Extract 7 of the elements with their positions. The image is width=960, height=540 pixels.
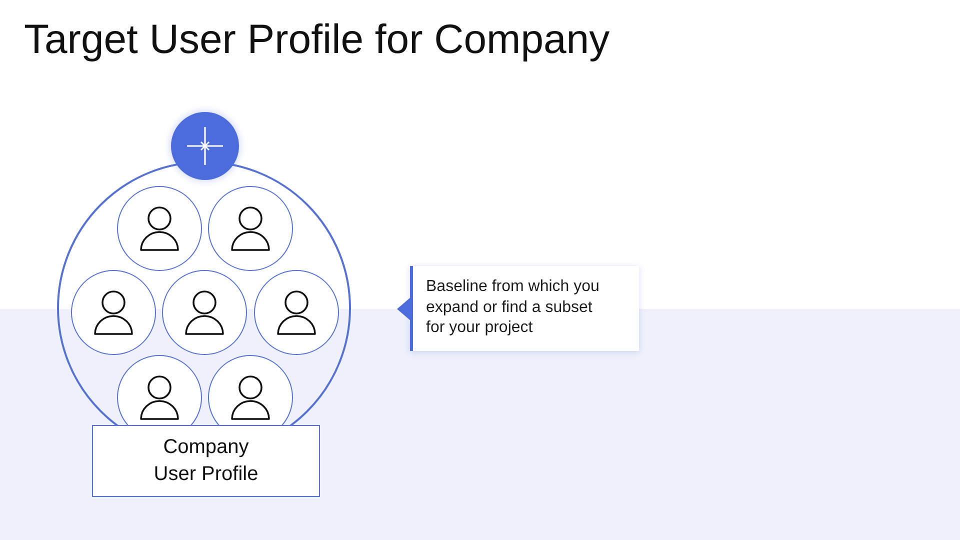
box-label: Company User Profile (152, 435, 260, 487)
label-box (92, 425, 320, 497)
avatar-circle (117, 186, 202, 271)
title: Target User Profile for Company (24, 15, 610, 64)
callout-card (410, 266, 639, 351)
avatar-circle (208, 186, 293, 271)
callout-text: Baseline from which you expand or find a subset for your project (426, 277, 600, 338)
